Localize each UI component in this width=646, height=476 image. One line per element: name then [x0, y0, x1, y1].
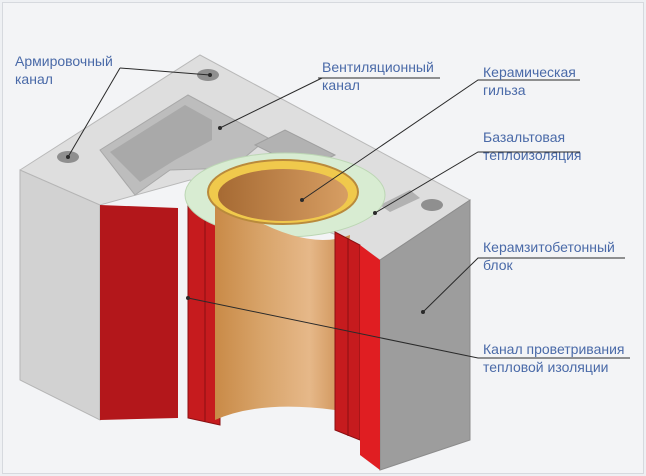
label-ceramic-sleeve: Керамическая гильза [483, 63, 576, 99]
label-line: Армировочный [15, 53, 113, 69]
dot-block [421, 310, 425, 314]
label-line: тепловой изоляции [483, 359, 609, 375]
label-ventilation-channel: Вентиляционный канал [322, 58, 434, 94]
leader-block [422, 257, 625, 313]
dot-ceramic [300, 198, 304, 202]
ventilation-channel-inner [110, 105, 212, 182]
dot-reinforcement-left [66, 155, 70, 159]
label-reinforcement-channel: Армировочный канал [15, 52, 113, 88]
label-line: Канал проветривания [483, 341, 625, 357]
dot-ventilation [218, 126, 222, 130]
label-line: Вентиляционный [322, 59, 434, 75]
label-line: теплоизоляция [483, 147, 582, 163]
label-block: Керамзитобетонный блок [483, 238, 615, 274]
label-line: канал [15, 71, 53, 87]
leader-dots [66, 73, 425, 314]
leader-basalt [374, 151, 580, 214]
insulation-panel-left-outer [100, 205, 178, 420]
dot-reinforcement-back [208, 73, 212, 77]
insulation-panel-right-outer [360, 245, 380, 470]
label-line: блок [483, 257, 513, 273]
label-airing-channel: Канал проветривания тепловой изоляции [483, 340, 625, 376]
leader-lines [67, 67, 630, 359]
label-basalt-insulation: Базальтовая теплоизоляция [483, 128, 581, 164]
label-line: Керамзитобетонный [483, 239, 615, 255]
dot-airing [186, 296, 190, 300]
block-left-face [19, 169, 101, 421]
label-line: гильза [483, 82, 526, 98]
leader-airing [187, 297, 630, 359]
leader-ventilation [219, 77, 323, 129]
reinforcement-hole-right [421, 199, 443, 211]
leader-reinforcement [119, 67, 211, 76]
dot-basalt [373, 211, 377, 215]
right-channel-opening [380, 190, 420, 212]
leader-reinforcement-2 [67, 67, 121, 158]
label-line: канал [322, 77, 360, 93]
leader-ceramic [301, 79, 580, 201]
ceramic-sleeve-inner [218, 169, 348, 221]
ceramic-sleeve-body [215, 195, 350, 420]
label-line: Керамическая [483, 64, 576, 80]
label-line: Базальтовая [483, 129, 566, 145]
